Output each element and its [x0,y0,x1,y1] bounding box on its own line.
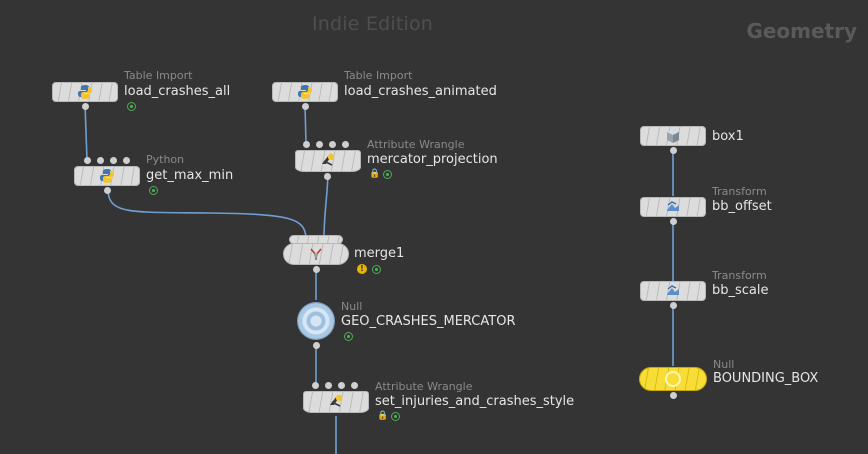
output-connector[interactable] [670,392,677,399]
display-flag-icon[interactable] [383,170,392,179]
output-connector[interactable] [313,342,320,349]
node-name-label[interactable]: BOUNDING_BOX [713,371,819,386]
wrangle-icon [327,392,345,410]
null-icon[interactable] [639,367,707,391]
node-type-label: Python [146,153,185,166]
input-connector[interactable] [325,382,332,389]
input-connector[interactable] [97,157,104,164]
transform-icon [664,282,682,300]
node-type-label: Attribute Wrangle [375,380,473,393]
lock-icon[interactable]: 🔒 [377,411,389,421]
merge-icon [307,245,325,263]
merge-input-bar[interactable] [289,235,343,244]
wire-mercator-to-merge [323,173,329,239]
wire-get-max-min-to-merge [107,188,307,239]
node-type-label: Null [713,358,735,371]
transform-icon [664,198,682,216]
display-flag-icon[interactable] [391,412,400,421]
node-type-label: Null [341,300,363,313]
output-connector[interactable] [670,218,677,225]
python-icon [76,83,94,101]
input-connector[interactable] [329,141,336,148]
node-type-label: Transform [712,185,767,198]
node-type-label: Table Import [344,69,413,82]
node-type-label: Transform [712,269,767,282]
node-name-label[interactable]: load_crashes_animated [344,84,497,99]
display-flag-icon[interactable] [149,186,158,195]
node-type-label: Attribute Wrangle [367,138,465,151]
python-icon [296,83,314,101]
null-icon[interactable] [298,303,334,339]
output-connector[interactable] [104,187,111,194]
wrangle-icon [319,151,337,169]
output-connector[interactable] [324,173,331,180]
input-connector[interactable] [312,382,319,389]
node-name-label[interactable]: set_injuries_and_crashes_style [375,394,575,409]
box-icon [664,127,682,145]
input-connector[interactable] [84,157,91,164]
wire-load-all-to-get-max-min [84,103,88,161]
warning-icon[interactable]: ! [357,264,367,274]
node-name-label[interactable]: GEO_CRASHES_MERCATOR [341,314,516,329]
node-type-label: Table Import [124,69,193,82]
display-flag-icon[interactable] [344,332,353,341]
null-ring-icon [665,371,681,387]
output-connector[interactable] [670,147,677,154]
output-connector[interactable] [670,302,677,309]
output-connector[interactable] [313,266,320,273]
input-connector[interactable] [316,141,323,148]
display-flag-icon[interactable] [127,102,136,111]
input-connector[interactable] [351,382,358,389]
edition-watermark: Indie Edition [312,13,434,35]
input-connector[interactable] [110,157,117,164]
node-name-label[interactable]: bb_offset [712,199,772,214]
node-name-label[interactable]: bb_scale [712,283,769,298]
python-icon [98,167,116,185]
lock-icon[interactable]: 🔒 [369,169,381,179]
display-flag-icon[interactable] [372,265,381,274]
input-connector[interactable] [338,382,345,389]
input-connector[interactable] [123,157,130,164]
output-connector[interactable] [82,103,89,110]
node-name-label[interactable]: get_max_min [146,168,234,183]
node-name-label[interactable]: load_crashes_all [124,84,231,99]
node-name-label[interactable]: box1 [712,129,744,144]
node-name-label[interactable]: mercator_projection [367,152,498,167]
wire-load-animated-to-mercator [304,103,307,145]
output-connector[interactable] [302,103,309,110]
node-name-label[interactable]: merge1 [354,246,405,261]
input-connector[interactable] [342,141,349,148]
context-label: Geometry [746,19,857,43]
input-connector[interactable] [303,141,310,148]
